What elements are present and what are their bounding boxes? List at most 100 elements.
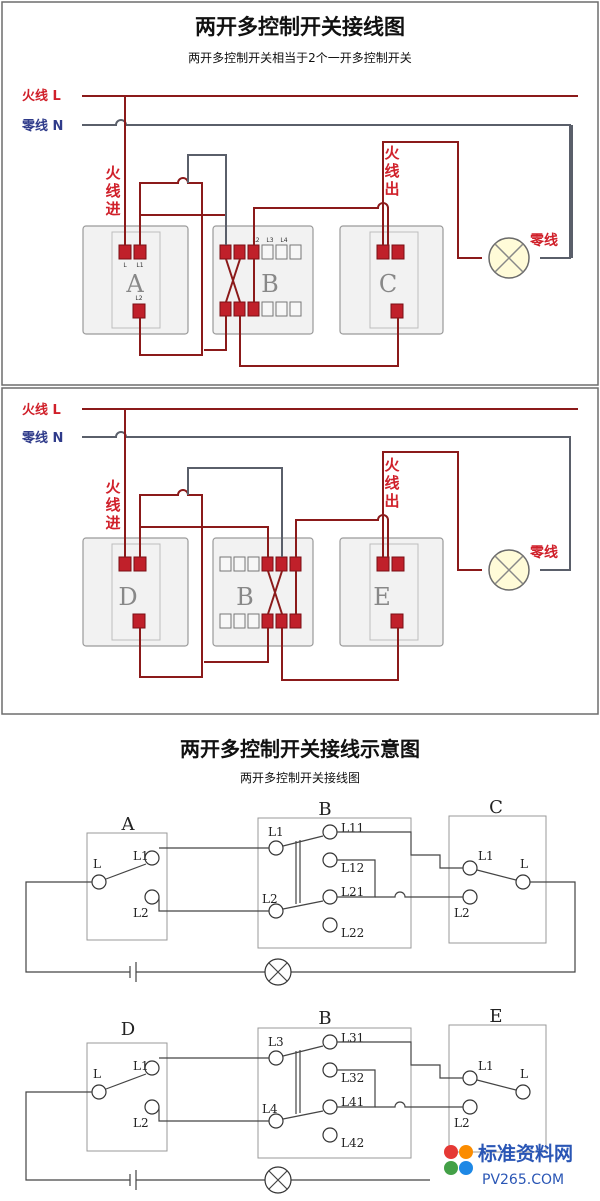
switch-label: C (489, 797, 503, 818)
terminal (275, 556, 288, 572)
live-in-char: 进 (105, 514, 120, 532)
top-title: 两开多控制开关接线图 (195, 15, 405, 39)
schematic-row-1: A B C L L1 L2 L1 L2 L11 L12 (25, 797, 576, 986)
terminal-label: L32 (341, 1071, 364, 1085)
live-out-char: 火 (384, 144, 400, 162)
switch-e-letter: E (373, 583, 391, 611)
terminal (247, 244, 260, 260)
top-subtitle: 两开多控制开关相当于2个一开多控制开关 (188, 51, 412, 65)
watermark: 标准资料网 PV265.COM (444, 1142, 573, 1188)
terminal-label: L4 (262, 1102, 278, 1116)
terminal (275, 613, 288, 629)
terminal-label: L1 (133, 1059, 149, 1073)
schematic-subtitle: 两开多控制开关接线图 (240, 770, 360, 785)
terminal-label: L31 (341, 1031, 364, 1045)
terminal (289, 556, 302, 572)
live-out-char: 线 (384, 474, 399, 492)
terminal (289, 244, 302, 260)
terminal (376, 244, 390, 260)
terminal-label: L2 (252, 237, 259, 244)
schematic-row-2: D B E L L1 L2 L3 L4 L31 L32 L41 L4 (25, 1006, 547, 1194)
terminal (289, 613, 302, 629)
terminal (118, 556, 132, 572)
terminal-label: L41 (341, 1095, 364, 1109)
live-in-char: 火 (105, 164, 121, 182)
terminal (247, 613, 260, 629)
terminal (233, 301, 246, 317)
terminal-label: L (123, 262, 127, 269)
terminal (376, 556, 390, 572)
switch-label: A (121, 814, 136, 835)
live-out-char: 出 (384, 180, 399, 198)
terminal-label: L21 (341, 885, 364, 899)
switch-b-letter: B (261, 270, 279, 298)
cross-2 (225, 258, 241, 303)
watermark-url: PV265.COM (482, 1172, 564, 1188)
terminal (289, 301, 302, 317)
switch-d-plate (82, 537, 189, 647)
terminal (219, 301, 232, 317)
terminal-label: L2 (454, 906, 470, 920)
switch-d-letter: D (118, 583, 137, 611)
schematic-section: 两开多控制开关接线示意图 两开多控制开关接线图 A B C L L1 L2 (25, 737, 576, 1194)
live-in-char: 火 (105, 478, 121, 496)
neutral-label: 零线 N (21, 430, 63, 446)
terminal (247, 301, 260, 317)
watermark-title: 标准资料网 (478, 1142, 573, 1165)
terminal (390, 613, 404, 629)
terminal-label: L2 (454, 1116, 470, 1130)
switch-b2-letter: B (236, 583, 254, 611)
terminal (133, 244, 147, 260)
switch-c-letter: C (379, 270, 397, 298)
terminal-label: L (520, 857, 528, 871)
terminal (233, 613, 246, 629)
terminal (132, 303, 146, 319)
terminal-label: L3 (268, 1035, 284, 1049)
terminal-label: L4 (280, 237, 287, 244)
live-out-char: 线 (384, 162, 399, 180)
terminal-label: L1 (133, 849, 149, 863)
terminal-label: L1 (136, 262, 143, 269)
terminal-label: L (520, 1067, 528, 1081)
terminal (219, 613, 232, 629)
terminal-label: L2 (133, 1116, 149, 1130)
terminal-label: L (93, 1067, 101, 1081)
terminal (275, 244, 288, 260)
switch-e-plate (339, 537, 444, 647)
battery-icon (129, 962, 137, 982)
panel-1: 两开多控制开关接线图 两开多控制开关相当于2个一开多控制开关 火线 L 零线 N… (1, 1, 599, 386)
terminal (133, 556, 147, 572)
terminal (261, 556, 274, 572)
switch-label: D (121, 1019, 135, 1040)
terminal-label: L2 (262, 892, 278, 906)
terminal (261, 301, 274, 317)
neutral-main (82, 431, 571, 571)
lamp-neutral-label: 零线 (529, 544, 558, 561)
terminal (391, 244, 405, 260)
terminal-label: L22 (341, 926, 364, 940)
live-label: 火线 L (22, 402, 61, 418)
switch-c-plate (339, 225, 444, 335)
terminal (390, 303, 404, 319)
terminal-label: L1 (478, 849, 494, 863)
traveller-grey (187, 154, 227, 245)
neutral-main (82, 119, 571, 259)
terminal (247, 556, 260, 572)
live-in-char: 线 (105, 496, 120, 514)
terminal-label: L42 (341, 1136, 364, 1150)
terminal (261, 244, 274, 260)
c-to-lamp (382, 141, 482, 259)
terminal-label: L (93, 857, 101, 871)
terminal (118, 244, 132, 260)
terminal (233, 556, 246, 572)
live-out-char: 出 (384, 492, 399, 510)
live-label: 火线 L (22, 88, 61, 104)
terminal-label: L11 (341, 821, 364, 835)
terminal (391, 556, 405, 572)
switch-label: B (318, 799, 331, 820)
b-bottom-wire (204, 316, 227, 351)
battery-icon (129, 1170, 137, 1190)
b-to-c-bottom (239, 316, 399, 367)
